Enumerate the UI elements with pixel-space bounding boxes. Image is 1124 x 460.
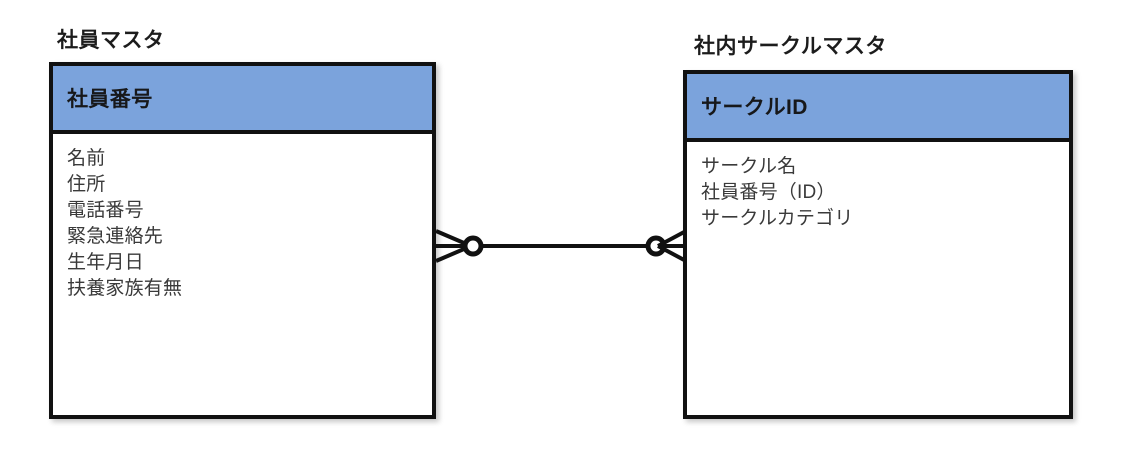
optional-ring-left-icon (462, 235, 484, 257)
entity-box-employee-master[interactable]: 社員番号 名前 住所 電話番号 緊急連絡先 生年月日 扶養家族有無 (49, 62, 436, 419)
attribute-row: 扶養家族有無 (67, 278, 183, 299)
entity-header-circle-master: サークルID (687, 74, 1069, 142)
attribute-list-circle-master: サークル名 社員番号（ID） サークルカテゴリ (687, 142, 1069, 232)
attribute-row: サークル名 (701, 156, 797, 177)
entity-title-circle-master: 社内サークルマスタ (694, 35, 887, 58)
attribute-row: 電話番号 (67, 200, 144, 221)
primary-key-label-circle-master: サークルID (701, 96, 808, 119)
attribute-row: 住所 (67, 174, 106, 195)
entity-box-circle-master[interactable]: サークルID サークル名 社員番号（ID） サークルカテゴリ (683, 70, 1073, 419)
attribute-row: 生年月日 (67, 252, 144, 273)
attribute-list-employee-master: 名前 住所 電話番号 緊急連絡先 生年月日 扶養家族有無 (53, 134, 432, 302)
entity-header-employee-master: 社員番号 (53, 66, 432, 134)
crows-foot-right-icon (657, 229, 687, 263)
attribute-row: サークルカテゴリ (701, 208, 854, 229)
attribute-row: 緊急連絡先 (67, 226, 164, 247)
entity-title-employee-master: 社員マスタ (57, 29, 165, 52)
primary-key-label-employee-master: 社員番号 (67, 88, 153, 111)
relationship-connector[interactable] (430, 222, 690, 270)
attribute-row: 社員番号（ID） (701, 182, 836, 203)
attribute-row: 名前 (67, 148, 106, 169)
